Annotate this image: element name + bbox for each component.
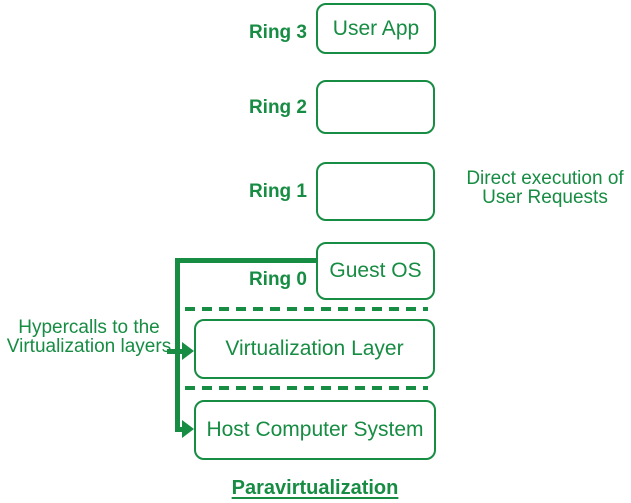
direct-execution-annotation-line1: Direct execution of (466, 168, 624, 189)
diagram-title: Paravirtualization (231, 477, 399, 499)
ring-2-label: Ring 2 (248, 97, 307, 118)
ring-1-label: Ring 1 (248, 181, 307, 202)
hypercalls-annotation: Hypercalls to the Virtualization layers (0, 318, 178, 356)
dashed-divider-ring0-virtualization (185, 307, 428, 311)
hypercall-vertical-line (175, 258, 180, 431)
ring-3-label: Ring 3 (248, 22, 307, 43)
host-computer-system-box: Host Computer System (194, 400, 436, 460)
ring-2-box (316, 80, 435, 134)
direct-execution-annotation: Direct execution of User Requests (455, 169, 631, 207)
virtualization-layer-box: Virtualization Layer (194, 319, 435, 379)
dashed-divider-virtualization-host (185, 386, 428, 390)
ring-0-label: Ring 0 (248, 269, 307, 290)
guest-os-box: Guest OS (316, 242, 435, 300)
ring-1-box (316, 162, 435, 221)
direct-execution-annotation-line2: User Requests (482, 187, 608, 208)
arrow-to-host-system-head-icon (182, 420, 194, 438)
hypercalls-annotation-line1: Hypercalls to the (18, 317, 160, 338)
hypercalls-annotation-line2: Virtualization layers (6, 336, 172, 357)
arrow-to-virtualization-layer-head-icon (182, 342, 194, 360)
user-app-box: User App (316, 3, 436, 54)
guest-os-connector-line (175, 258, 316, 263)
arrow-to-virtualization-layer-shaft (167, 349, 184, 354)
arrow-to-host-system-shaft (175, 427, 184, 432)
